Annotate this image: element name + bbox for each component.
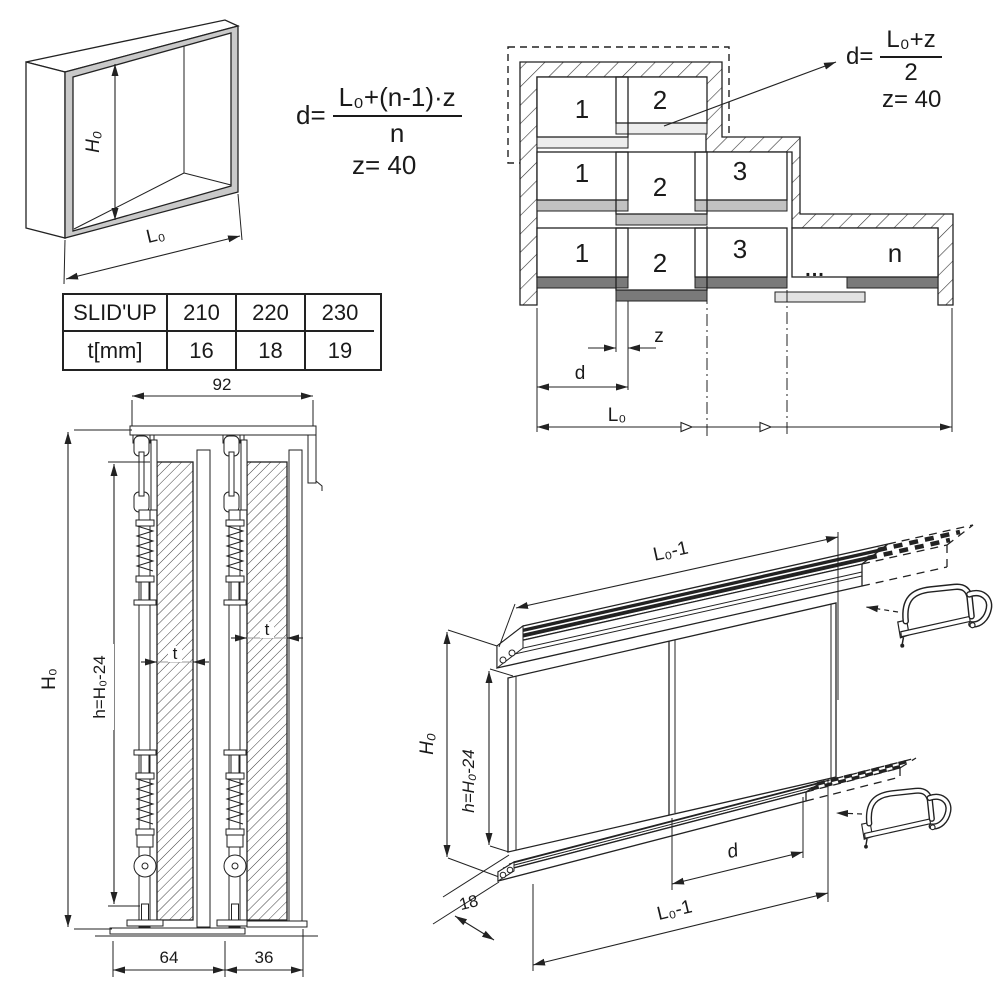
formula-2-lhs: d= bbox=[846, 42, 874, 70]
section-door-panel-right bbox=[246, 461, 288, 921]
section-dim-36: 36 bbox=[255, 948, 274, 967]
spec-table-model-220: 220 bbox=[237, 295, 306, 332]
plan-dim-d: d bbox=[575, 363, 586, 384]
cabinet-width-label: L₀ bbox=[144, 223, 167, 248]
assembly-dim-h: h=H₀-24 bbox=[459, 749, 478, 812]
section-dim-h: h=H₀-24 bbox=[90, 655, 109, 718]
plan-r1-panel2: 2 bbox=[653, 85, 667, 115]
plan-r2-panel3: 3 bbox=[733, 156, 747, 186]
formula-leader-arrow bbox=[663, 61, 837, 127]
plan-r3-ellipsis: ... bbox=[805, 259, 825, 281]
assembly-bottom-track bbox=[497, 757, 917, 882]
hacksaw-icon-top bbox=[895, 583, 993, 647]
formula-n-denominator: n bbox=[389, 118, 405, 148]
plan-dim-z: z bbox=[654, 326, 664, 347]
hacksaw-icon-bottom bbox=[859, 788, 952, 849]
assembly-dim-18: 18 bbox=[457, 891, 480, 914]
spec-table-thickness-header: t[mm] bbox=[64, 332, 168, 369]
plan-connector-bars bbox=[536, 122, 939, 303]
section-door-panel-left bbox=[156, 461, 194, 921]
assembly-top-track-cutaway bbox=[861, 524, 974, 587]
plan-r3-panel-n: n bbox=[888, 238, 902, 268]
plan-dim-total: L₀ bbox=[608, 405, 626, 426]
plan-r1-panel1: 1 bbox=[575, 94, 589, 124]
cabinet-height-label: H₀ bbox=[83, 131, 104, 153]
section-right-profile bbox=[288, 449, 303, 928]
section-dim-h0: H₀ bbox=[39, 668, 60, 690]
spec-table-model-210: 210 bbox=[168, 295, 237, 332]
assembly-doors bbox=[507, 602, 837, 853]
plan-r3-panel1: 1 bbox=[575, 238, 589, 268]
plan-r2-panel2: 2 bbox=[653, 172, 667, 202]
spec-table: SLID'UP 210 220 230 t[mm] 16 18 19 bbox=[62, 293, 382, 371]
assembly-dim-d: d bbox=[725, 840, 742, 863]
assembly-3d: L₀-1 H₀ h=H₀-24 bbox=[417, 524, 993, 971]
formula-n-lhs: d= bbox=[296, 100, 326, 130]
plan-r3-panel2: 2 bbox=[653, 248, 667, 278]
cabinet-drawing: H₀ L₀ bbox=[25, 19, 243, 285]
formula-2-denominator: 2 bbox=[904, 59, 918, 86]
assembly-dim-h0: H₀ bbox=[417, 733, 438, 755]
formula-2-z-value: z= 40 bbox=[882, 86, 942, 113]
plan-panels bbox=[536, 76, 939, 291]
plan-view: 1 2 1 2 3 1 2 3 ... n z d L₀ bbox=[507, 46, 954, 436]
formula-n-numerator: L₀+(n-1)·z bbox=[332, 82, 462, 117]
spec-table-thickness-220: 18 bbox=[237, 332, 306, 369]
spec-table-thickness-230: 19 bbox=[327, 337, 353, 363]
cross-section: 92 H₀ bbox=[39, 375, 323, 977]
section-dim-t-left: t bbox=[173, 644, 178, 663]
section-dim-92: 92 bbox=[213, 375, 232, 394]
assembly-dim-bottom-length: L₀-1 bbox=[655, 896, 694, 925]
plan-r2-panel1: 1 bbox=[575, 158, 589, 188]
assembly-dim-top-length: L₀-1 bbox=[651, 538, 690, 566]
section-dim-64: 64 bbox=[160, 948, 179, 967]
spec-table-brand: SLID'UP bbox=[64, 295, 168, 332]
formula-n-z-value: z= 40 bbox=[352, 150, 417, 180]
formula-n-fraction: L₀+(n-1)·z n bbox=[332, 82, 462, 149]
spec-table-model-230: 230 bbox=[306, 295, 374, 332]
section-bottom-track bbox=[95, 920, 318, 937]
spec-table-thickness-210: 16 bbox=[168, 332, 237, 369]
formula-2-doors: d= L₀+z 2 bbox=[846, 26, 942, 87]
section-dim-t-right: t bbox=[265, 620, 270, 639]
formula-n-doors: d= L₀+(n-1)·z n bbox=[296, 82, 462, 149]
plan-r3-panel3: 3 bbox=[733, 234, 747, 264]
formula-2-numerator: L₀+z bbox=[880, 26, 942, 58]
formula-2-fraction: L₀+z 2 bbox=[880, 26, 942, 87]
section-mid-profile bbox=[196, 449, 211, 928]
plan-dimensions: z d L₀ bbox=[537, 326, 952, 433]
